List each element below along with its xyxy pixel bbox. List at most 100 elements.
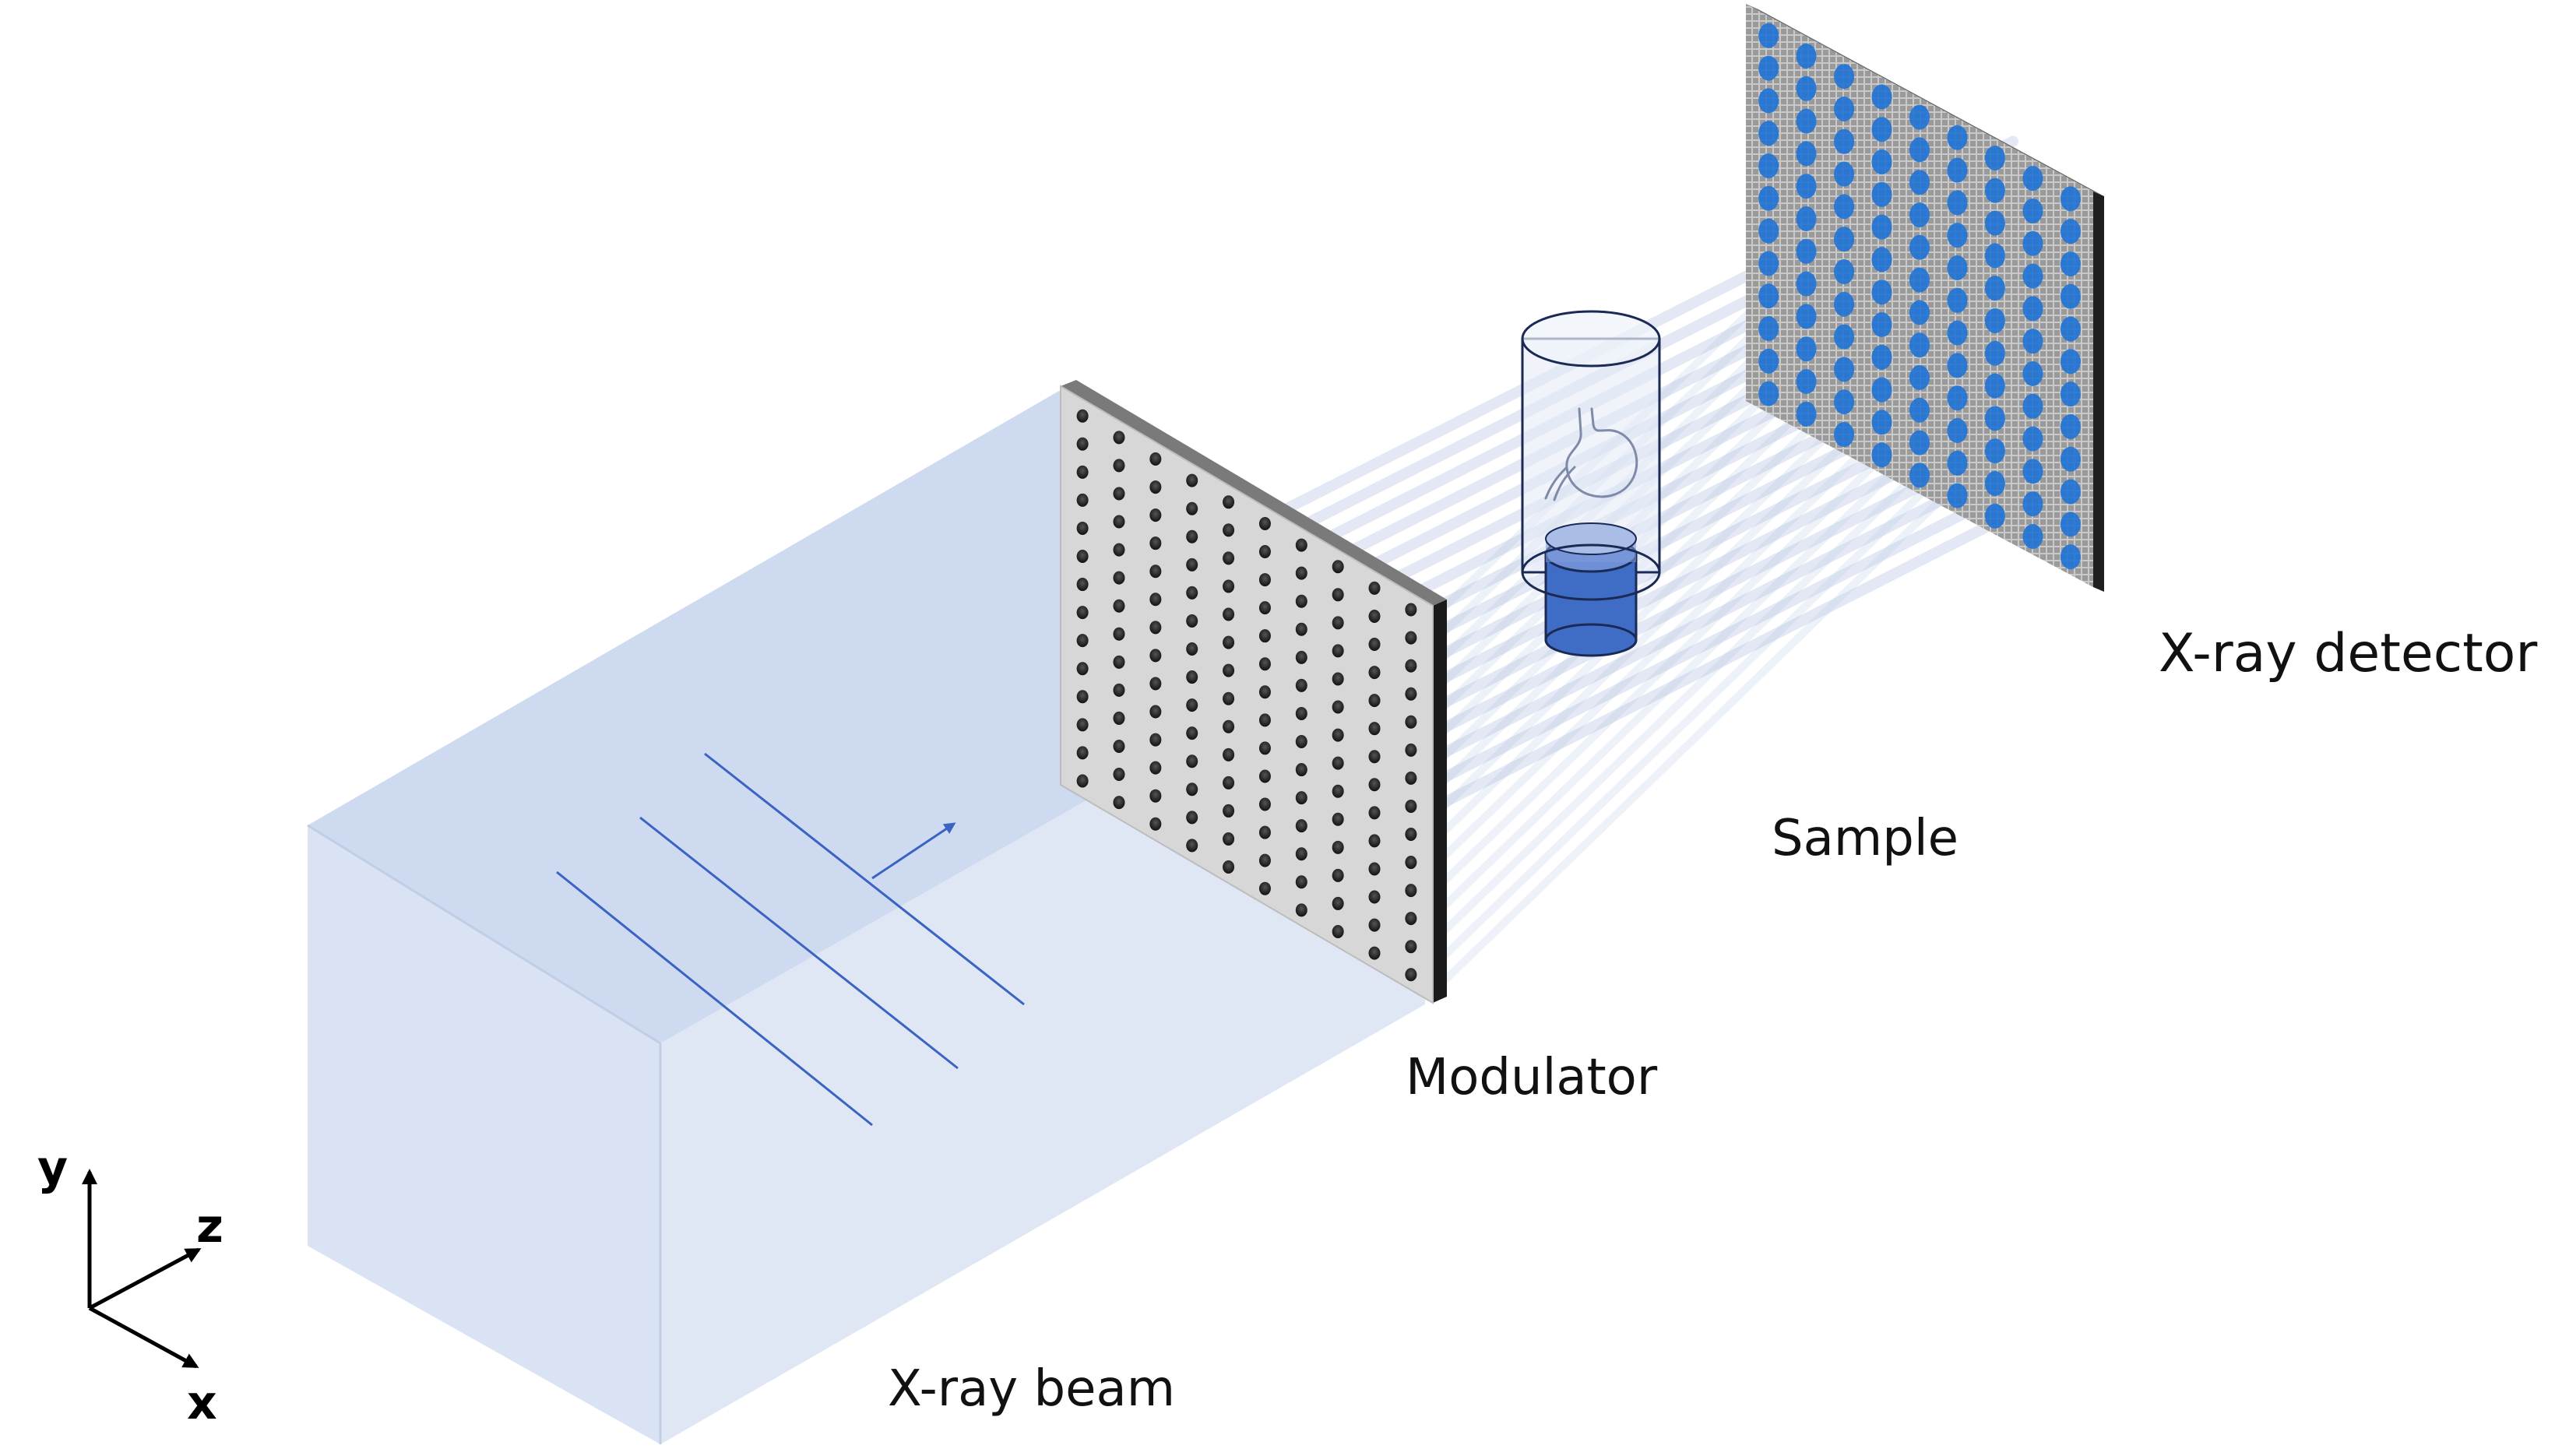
detector-spot	[1909, 202, 1930, 227]
modulator-hole	[1113, 487, 1125, 501]
modulator-hole	[1332, 812, 1344, 826]
beamlet	[1429, 486, 1955, 996]
modulator-hole	[1258, 657, 1271, 671]
detector-spot	[1984, 438, 2005, 464]
detector-spot	[1758, 185, 1779, 211]
modulator-hole	[1405, 968, 1417, 982]
modulator-hole	[1258, 601, 1271, 615]
detector-spot	[1947, 418, 1968, 444]
detector-spots	[1758, 23, 2081, 570]
detector-spot	[1984, 210, 2005, 236]
detector-spot	[1871, 247, 1892, 273]
detector-spot	[2060, 512, 2081, 537]
detector-spot	[1947, 223, 1968, 248]
detector-spot	[1758, 381, 1779, 406]
modulator-hole	[1368, 694, 1381, 708]
beamlet	[1429, 411, 1955, 921]
modulator-hole	[1368, 806, 1381, 820]
detector-face	[1746, 4, 2093, 587]
detector-spot	[1796, 336, 1817, 362]
detector-spot	[1758, 88, 1779, 114]
modulator-hole	[1149, 733, 1162, 747]
modulator-hole	[1149, 480, 1162, 494]
modulator-hole	[1149, 508, 1162, 522]
detector-spot	[2022, 426, 2043, 452]
modulator-hole	[1405, 743, 1417, 757]
modulator-hole	[1076, 578, 1089, 592]
modulator-hole	[1186, 529, 1198, 543]
detector-spot	[1834, 194, 1855, 220]
modulator-hole	[1186, 811, 1198, 825]
detector-spot	[1796, 43, 1817, 69]
detector-spot	[2060, 446, 2081, 472]
modulator-hole	[1368, 722, 1381, 736]
detector-spot	[1909, 332, 1930, 358]
modulator-hole	[1076, 437, 1089, 451]
detector-spot	[1947, 190, 1968, 216]
detector-spot	[1984, 503, 2005, 529]
beam-front-face	[308, 825, 660, 1444]
detector-spot	[2060, 186, 2081, 212]
detector-spot	[1871, 410, 1892, 435]
detector-spot	[1909, 137, 1930, 163]
modulator-hole	[1223, 804, 1235, 818]
detector-spot	[1834, 291, 1855, 317]
detector-spot	[1796, 369, 1817, 395]
modulator-hole	[1332, 616, 1344, 630]
modulator-hole	[1295, 819, 1307, 833]
modulator-hole	[1405, 715, 1417, 729]
detector-spot	[1909, 234, 1930, 260]
modulator-hole	[1223, 775, 1235, 790]
modulator-hole	[1295, 650, 1307, 664]
modulator-hole	[1149, 789, 1162, 803]
detector-spot	[2060, 283, 2081, 309]
modulator-hole	[1368, 666, 1381, 680]
xray-detector	[1746, 4, 2104, 592]
modulator-hole	[1076, 690, 1089, 704]
modulator-hole	[1368, 834, 1381, 848]
modulator-hole	[1332, 644, 1344, 658]
detector-spot	[2060, 349, 2081, 375]
sample	[1521, 310, 1661, 657]
modulator-hole	[1258, 853, 1271, 867]
detector-spot	[1796, 206, 1817, 232]
detector-spot	[1796, 141, 1817, 167]
modulator-hole	[1332, 784, 1344, 798]
axis-triad-icon: y z x	[37, 1141, 223, 1430]
detector-spot	[1947, 450, 1968, 476]
detector-spot	[1834, 357, 1855, 382]
stomach-icon	[1544, 407, 1638, 501]
detector-spot	[1796, 304, 1817, 329]
modulator-hole	[1149, 649, 1162, 663]
modulator-hole	[1295, 594, 1307, 608]
modulator-hole	[1332, 896, 1344, 910]
detector-spot	[1834, 422, 1855, 448]
modulator-hole	[1332, 868, 1344, 882]
detector-spot	[1796, 108, 1817, 134]
detector-spot	[1909, 462, 1930, 488]
modulator-hole	[1186, 642, 1198, 656]
modulator-hole	[1258, 769, 1271, 783]
detector-spot	[2022, 360, 2043, 386]
detector-spot	[2022, 166, 2043, 192]
detector-spot	[1758, 283, 1779, 309]
modulator-hole	[1332, 700, 1344, 714]
detector-spot	[1947, 287, 1968, 313]
detector-spot	[1796, 401, 1817, 427]
modulator-hole	[1076, 550, 1089, 564]
detector-top-edge	[1746, 4, 2104, 196]
label-xray-beam: X-ray beam	[888, 1360, 1175, 1418]
modulator-hole	[1258, 685, 1271, 699]
modulator-hole	[1295, 566, 1307, 580]
modulator-hole	[1405, 912, 1417, 926]
modulator-hole	[1295, 678, 1307, 692]
detector-spot	[2060, 251, 2081, 276]
detector-spot	[1758, 55, 1779, 81]
modulator-hole	[1149, 621, 1162, 635]
detector-spot	[1909, 397, 1930, 423]
modulator-hole	[1223, 832, 1235, 846]
modulator-hole	[1186, 726, 1198, 740]
detector-spot	[1834, 259, 1855, 285]
modulator-hole	[1405, 799, 1417, 813]
